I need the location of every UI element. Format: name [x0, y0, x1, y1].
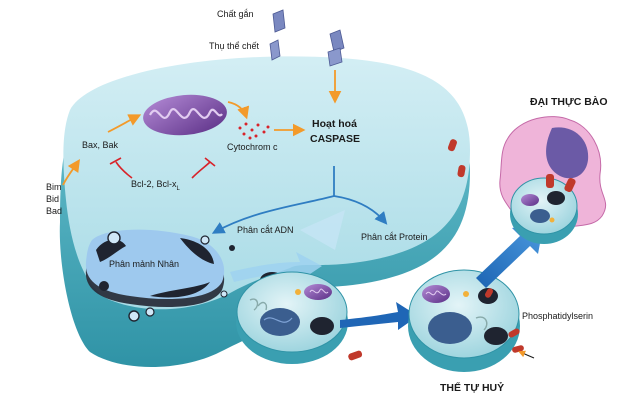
- apoptotic-body-center: [236, 271, 348, 364]
- orange-pathway-arrows: [62, 70, 342, 186]
- ligand-icon: [272, 9, 286, 33]
- phosphatidylserine-label: Phosphatidylserin: [522, 311, 594, 321]
- death-receptor-icon: [269, 39, 281, 61]
- phosphatidylserine-pointer: [518, 350, 535, 359]
- mitochondrion-icon: [143, 94, 227, 136]
- macrophage-label: ĐẠI THỰC BÀO: [530, 96, 608, 108]
- caspase-label-line1: Hoạt hoá: [312, 118, 357, 130]
- bad-label: Bad: [46, 206, 63, 216]
- bcl-label: Bcl-2, Bcl-xL: [131, 179, 180, 192]
- death-receptor-label: Thụ thể chết: [209, 41, 260, 51]
- protein-cleavage-label: Phân cắt Protein: [361, 232, 428, 242]
- apoptotic-body-label: THỂ TỰ HUỶ: [440, 382, 505, 394]
- arrow-to-apoptotic-body: [340, 302, 418, 330]
- inhibition-lines: [109, 157, 216, 179]
- ligand-label: Chất gắn: [217, 9, 254, 19]
- bound-receptor-complex-icon: [327, 29, 345, 67]
- cytochrome-c-dots: [238, 122, 270, 140]
- bid-label: Bid: [46, 194, 60, 204]
- cytochrome-c-label: Cytochrom c: [227, 142, 278, 152]
- fragmented-nucleus: [85, 229, 235, 322]
- nuclear-fragmentation-label: Phân mảnh Nhân: [109, 259, 180, 269]
- macrophage-cell: [499, 116, 607, 244]
- dna-cleavage-label: Phân cắt ADN: [237, 225, 294, 235]
- membrane-receptors: [348, 139, 466, 361]
- caspase-label-line2: CASPASE: [310, 133, 360, 145]
- bax-bak-label: Bax, Bak: [82, 140, 119, 150]
- fan-arrow: [230, 252, 322, 282]
- apoptotic-body-right: [408, 269, 524, 372]
- light-arrow-highlight: [300, 210, 345, 250]
- bim-label: Bim: [46, 182, 62, 192]
- blue-pathway-arrows: [211, 166, 388, 234]
